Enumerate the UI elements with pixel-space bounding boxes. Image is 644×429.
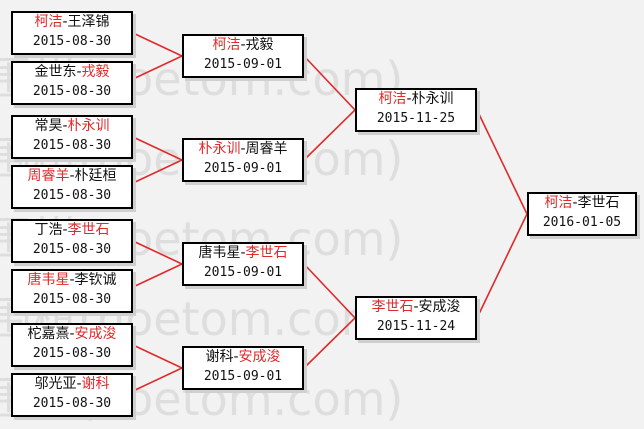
match-box-final: 柯洁-李世石 2016-01-05: [527, 192, 637, 236]
player-2: 朴永训: [67, 118, 110, 134]
player-2: 戎毅: [81, 64, 110, 80]
player-1: 李世石: [371, 299, 414, 315]
match-box-r1-7: 柁嘉熹-安成浚 2015-08-30: [11, 323, 133, 367]
match-box-r2-1: 柯洁-戎毅 2015-09-01: [182, 34, 304, 78]
connector-line: [476, 109, 528, 319]
match-names: 朴永训-周睿羊: [198, 141, 288, 157]
match-names: 唐韦星-李世石: [198, 245, 288, 261]
match-date: 2015-11-24: [376, 319, 456, 334]
match-date: 2015-11-25: [376, 111, 456, 126]
player-2: 李世石: [245, 245, 288, 261]
player-1: 丁浩: [34, 222, 63, 238]
player-1: 邬光亚: [34, 376, 77, 392]
match-names: 柁嘉熹-安成浚: [27, 326, 117, 342]
match-date: 2015-08-30: [32, 188, 112, 203]
match-date: 2015-09-01: [203, 265, 283, 280]
match-names: 邬光亚-谢科: [34, 376, 110, 392]
player-2: 安成浚: [418, 299, 461, 315]
player-2: 谢科: [81, 376, 110, 392]
match-date: 2015-08-30: [32, 242, 112, 257]
player-2: 周睿羊: [245, 141, 288, 157]
match-date: 2015-08-30: [32, 138, 112, 153]
match-box-r2-4: 谢科-安成浚 2015-09-01: [182, 346, 304, 390]
player-1: 柯洁: [34, 14, 63, 30]
match-date: 2015-08-30: [32, 84, 112, 99]
connector-line: [132, 240, 184, 288]
player-2: 朴永训: [411, 91, 454, 107]
match-box-r1-8: 邬光亚-谢科 2015-08-30: [11, 373, 133, 417]
match-box-r1-5: 丁浩-李世石 2015-08-30: [11, 219, 133, 263]
match-box-r1-6: 唐韦星-李钦诚 2015-08-30: [11, 269, 133, 313]
connector-line: [303, 263, 357, 369]
match-names: 常昊-朴永训: [34, 118, 110, 134]
match-names: 周睿羊-朴廷桓: [27, 168, 117, 184]
match-names: 柯洁-王泽锦: [34, 14, 110, 30]
match-names: 丁浩-李世石: [34, 222, 110, 238]
match-names: 李世石-安成浚: [371, 299, 461, 315]
match-date: 2015-08-30: [32, 346, 112, 361]
player-2: 安成浚: [238, 349, 281, 365]
match-box-r2-2: 朴永训-周睿羊 2015-09-01: [182, 138, 304, 182]
match-box-r1-1: 柯洁-王泽锦 2015-08-30: [11, 11, 133, 55]
player-2: 李世石: [577, 195, 620, 211]
match-box-r1-4: 周睿羊-朴廷桓 2015-08-30: [11, 165, 133, 209]
match-date: 2015-08-30: [32, 34, 112, 49]
match-box-r3-2: 李世石-安成浚 2015-11-24: [355, 296, 477, 340]
player-1: 柯洁: [378, 91, 407, 107]
player-1: 周睿羊: [27, 168, 70, 184]
match-date: 2015-09-01: [203, 369, 283, 384]
connector-line: [303, 55, 357, 161]
match-box-r1-3: 常昊-朴永训 2015-08-30: [11, 115, 133, 159]
player-1: 朴永训: [198, 141, 241, 157]
match-date: 2015-08-30: [32, 292, 112, 307]
match-box-r2-3: 唐韦星-李世石 2015-09-01: [182, 242, 304, 286]
player-2: 王泽锦: [67, 14, 110, 30]
match-box-r3-1: 柯洁-朴永训 2015-11-25: [355, 88, 477, 132]
player-1: 柯洁: [212, 37, 241, 53]
match-names: 唐韦星-李钦诚: [27, 272, 117, 288]
player-2: 朴廷桓: [74, 168, 117, 184]
player-2: 李世石: [67, 222, 110, 238]
connector-line: [132, 32, 184, 80]
match-date: 2015-08-30: [32, 396, 112, 411]
match-names: 柯洁-李世石: [544, 195, 620, 211]
match-date: 2015-09-01: [203, 161, 283, 176]
player-1: 柁嘉熹: [27, 326, 70, 342]
player-2: 戎毅: [245, 37, 274, 53]
connector-line: [132, 136, 184, 184]
player-1: 常昊: [34, 118, 63, 134]
player-2: 安成浚: [74, 326, 117, 342]
match-names: 柯洁-朴永训: [378, 91, 454, 107]
match-date: 2016-01-05: [542, 215, 622, 230]
match-names: 谢科-安成浚: [205, 349, 281, 365]
player-1: 柯洁: [544, 195, 573, 211]
player-2: 李钦诚: [74, 272, 117, 288]
match-names: 柯洁-戎毅: [212, 37, 274, 53]
match-box-r1-2: 金世东-戎毅 2015-08-30: [11, 61, 133, 105]
player-1: 谢科: [205, 349, 234, 365]
player-1: 唐韦星: [198, 245, 241, 261]
player-1: 金世东: [34, 64, 77, 80]
player-1: 唐韦星: [27, 272, 70, 288]
match-date: 2015-09-01: [203, 57, 283, 72]
match-names: 金世东-戎毅: [34, 64, 110, 80]
connector-line: [132, 344, 184, 392]
